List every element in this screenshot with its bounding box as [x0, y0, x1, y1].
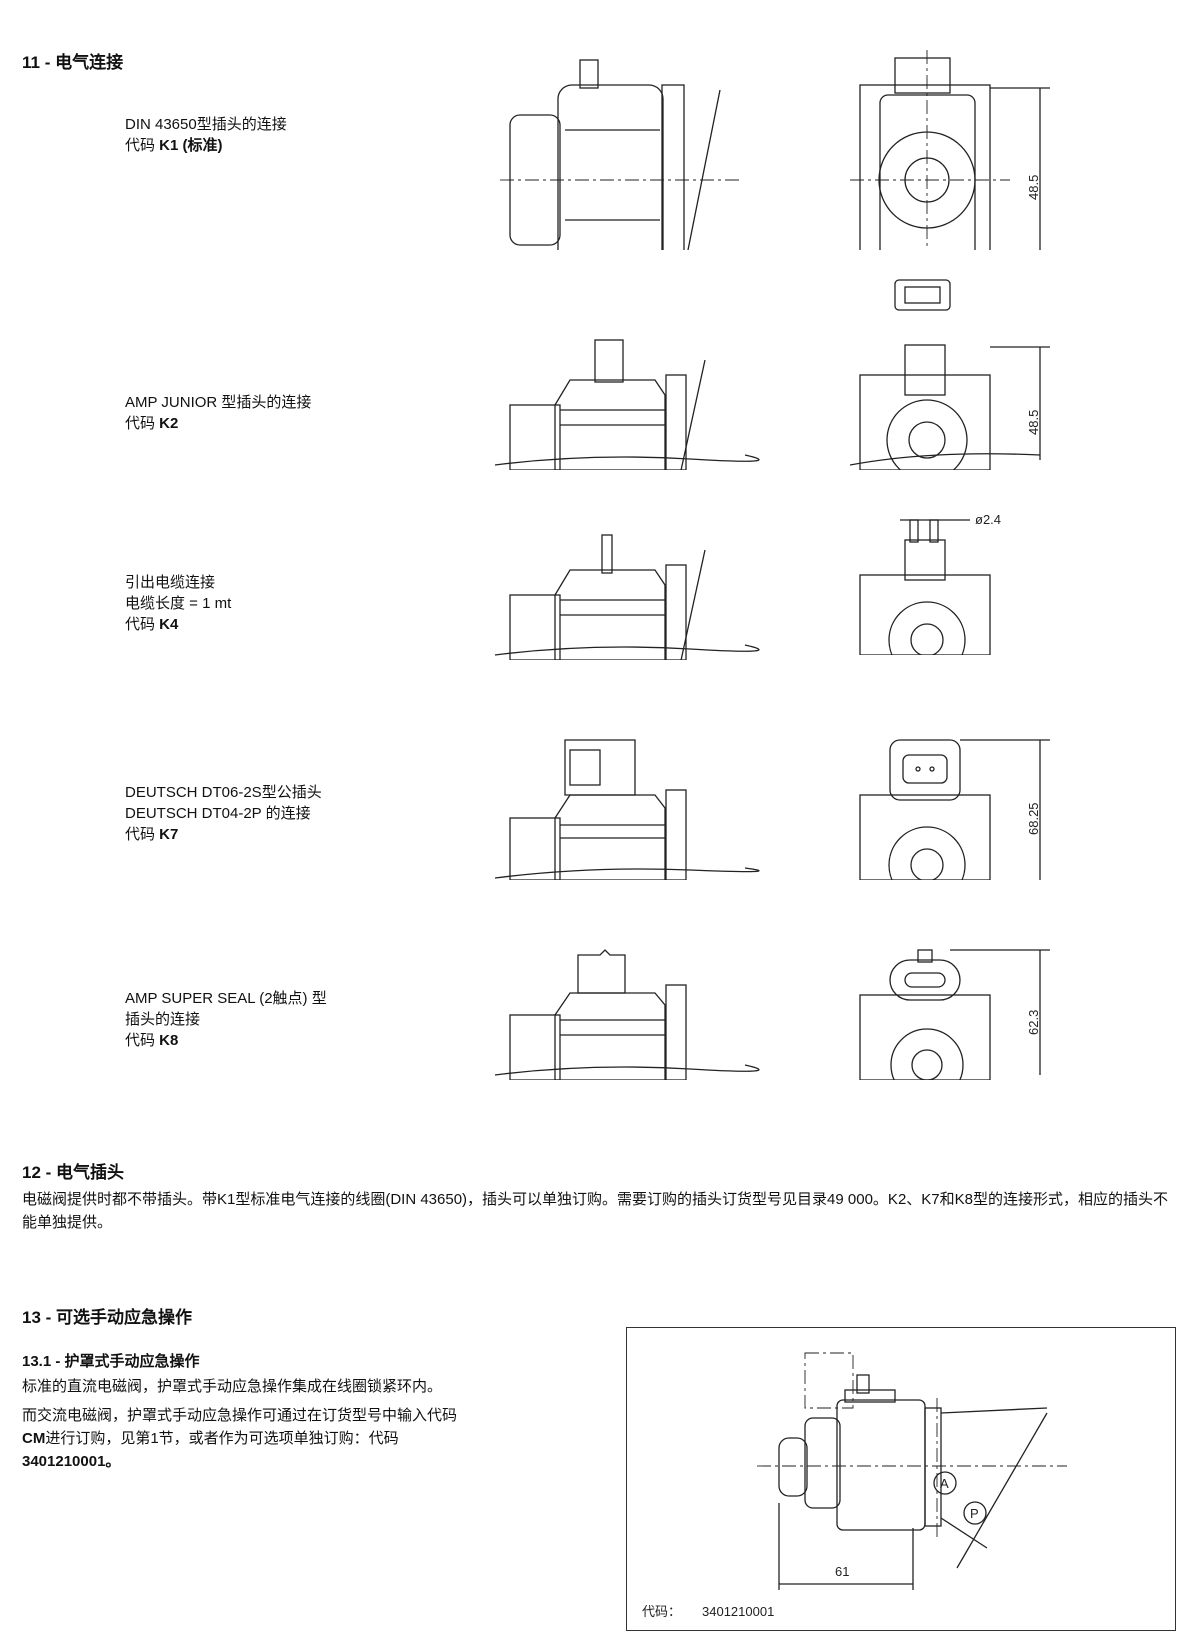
k7-code: K7	[159, 826, 179, 843]
k7-dimension: 68.25	[1026, 802, 1041, 835]
k7-front-view: 68.25	[859, 739, 1050, 880]
k4-code-line: 代码 K4	[125, 614, 231, 635]
k7-line1: DEUTSCH DT06-2S型公插头	[125, 784, 322, 801]
section-13-1-text: 标准的直流电磁阀，护罩式手动应急操作集成在线圈锁紧环内。 而交流电磁阀，护罩式手…	[22, 1375, 582, 1473]
k4-description: 引出电缆连接 电缆长度 = 1 mt 代码 K4	[125, 572, 231, 635]
k1-suffix: (标准)	[178, 137, 223, 154]
k8-line1: AMP SUPER SEAL (2触点) 型	[125, 990, 327, 1007]
section-12-title: 12 - 电气插头	[22, 1163, 125, 1182]
code-label: 代码	[125, 1032, 160, 1049]
code-value: 3401210001	[702, 1604, 774, 1619]
code-label: 代码	[125, 415, 160, 432]
p2-text-a: 而交流电磁阀，护罩式手动应急操作可通过在订货型号中输入代码	[22, 1407, 458, 1424]
code-label: 代码：	[642, 1604, 681, 1619]
k8-code: K8	[159, 1032, 179, 1049]
k2-description: AMP JUNIOR 型插头的连接 代码 K2	[125, 392, 311, 434]
manual-override-drawing: A P 61 代码： 3401210001	[642, 1352, 1067, 1619]
k8-dimension: 62.3	[1026, 1010, 1041, 1035]
k4-line1: 引出电缆连接	[125, 574, 216, 591]
paragraph-1: 标准的直流电磁阀，护罩式手动应急操作集成在线圈锁紧环内。	[22, 1378, 443, 1395]
p2-code: 3401210001。	[22, 1453, 121, 1470]
k4-dimension: ø2.4	[975, 512, 1001, 527]
label-p: P	[970, 1506, 979, 1521]
p2-text-b: 进行订购，见第1节，或者作为可选项单独订购：代码	[45, 1430, 399, 1447]
k1-description: DIN 43650型插头的连接 代码 K1 (标准)	[125, 114, 287, 156]
p2-code-cm: CM	[22, 1430, 46, 1447]
k2-side-view	[494, 339, 760, 470]
k7-side-view	[494, 739, 760, 880]
k7-line2: DEUTSCH DT04-2P 的连接	[125, 805, 311, 822]
k2-code: K2	[159, 415, 179, 432]
paragraph-2: 而交流电磁阀，护罩式手动应急操作可通过在订货型号中输入代码 CM进行订购，见第1节…	[22, 1404, 582, 1473]
k2-code-line: 代码 K2	[125, 413, 311, 434]
section-13-title: 13 - 可选手动应急操作	[22, 1308, 193, 1327]
dimension-61: 61	[835, 1564, 849, 1579]
section-13-1-title: 13.1 - 护罩式手动应急操作	[22, 1353, 200, 1370]
k4-side-view	[494, 534, 760, 660]
code-label: 代码	[125, 826, 160, 843]
k7-description: DEUTSCH DT06-2S型公插头 DEUTSCH DT04-2P 的连接 …	[125, 782, 322, 845]
k1-side-view	[500, 59, 740, 250]
k8-front-view: 62.3	[859, 949, 1050, 1080]
k2-front-view: 48.5	[850, 279, 1050, 470]
code-label: 代码	[125, 137, 160, 154]
k2-line1: AMP JUNIOR 型插头的连接	[125, 394, 312, 411]
k1-dimension: 48.5	[1026, 175, 1041, 200]
k7-code-line: 代码 K7	[125, 824, 322, 845]
k8-side-view	[494, 949, 760, 1080]
code-label: 代码	[125, 616, 160, 633]
k1-code: K1	[159, 137, 179, 154]
k1-front-view: 48.5	[850, 50, 1050, 250]
label-a: A	[940, 1476, 949, 1491]
k8-line2: 插头的连接	[125, 1011, 201, 1028]
section-11-title: 11 - 电气连接	[22, 53, 124, 72]
k4-code: K4	[159, 616, 179, 633]
k4-line2: 电缆长度 = 1 mt	[125, 595, 232, 612]
section-12-text: 电磁阀提供时都不带插头。带K1型标准电气连接的线圈(DIN 43650)，插头可…	[22, 1191, 1168, 1231]
k4-front-view: ø2.4	[859, 512, 1001, 655]
k2-dimension: 48.5	[1026, 410, 1041, 435]
k8-code-line: 代码 K8	[125, 1030, 327, 1051]
k8-description: AMP SUPER SEAL (2触点) 型 插头的连接 代码 K8	[125, 988, 327, 1051]
manual-override-figure: A P 61 代码： 3401210001	[626, 1327, 1176, 1631]
k1-line1: DIN 43650型插头的连接	[125, 116, 287, 133]
k1-code-line: 代码 K1 (标准)	[125, 135, 287, 156]
